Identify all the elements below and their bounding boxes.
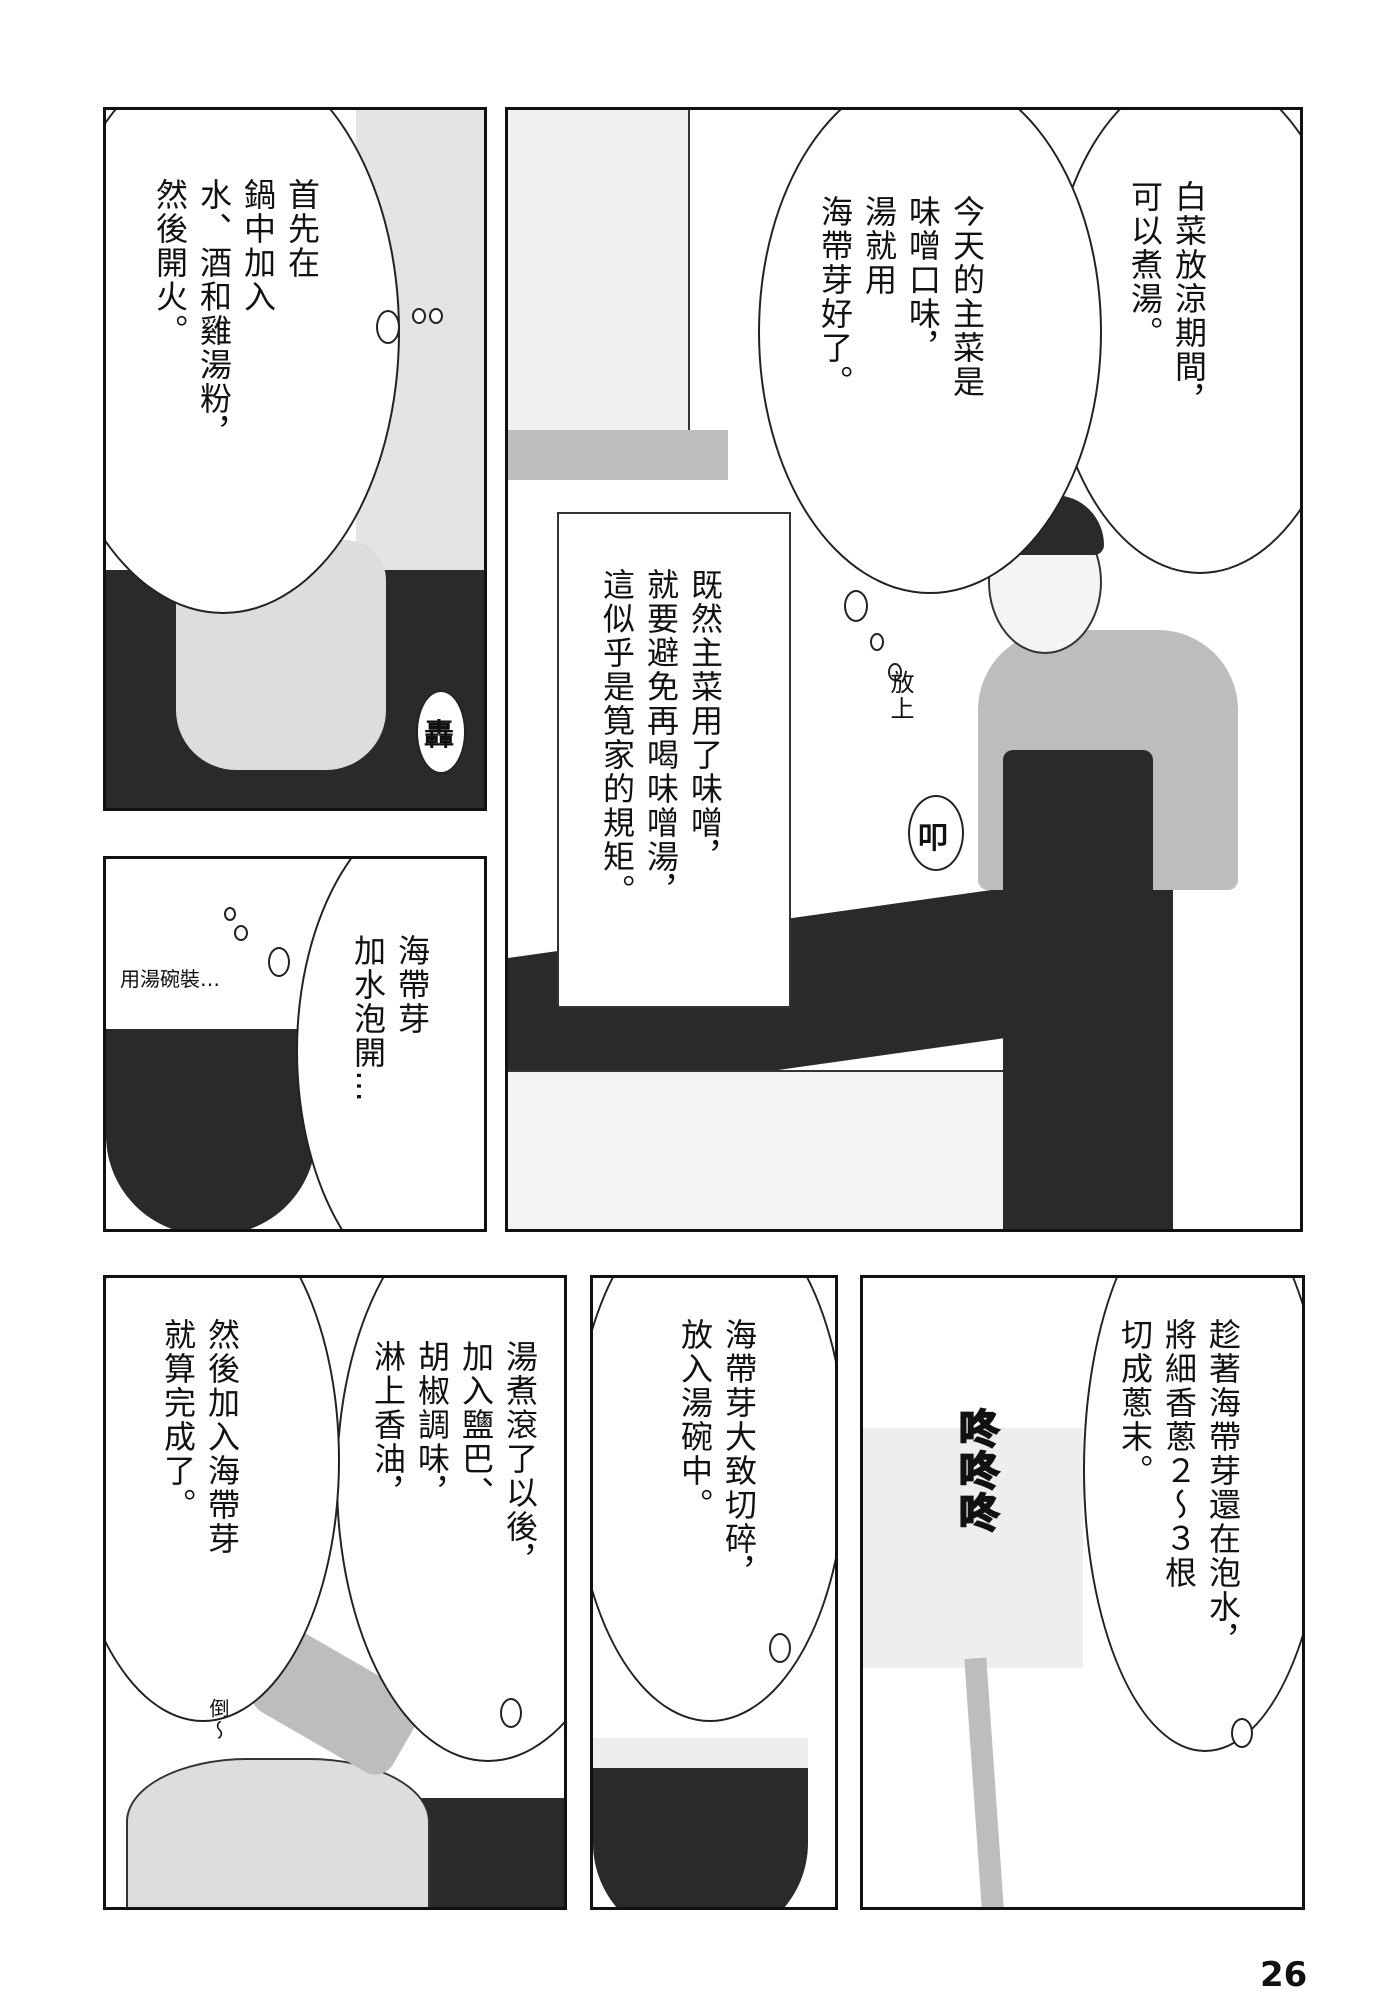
sfx-place: 放上: [886, 670, 914, 722]
thought-bubble: [1083, 1278, 1302, 1752]
sfx-chop: 咚咚咚: [951, 1407, 999, 1535]
cabinet: [508, 110, 690, 430]
thought-dot: [412, 308, 426, 324]
thought-dot: [268, 947, 290, 977]
thought-bubble-b: [758, 110, 1102, 594]
panel-2: 白菜放涼期間，可以煮湯。 今天的主菜是味噌口味，湯就用海帶芽好了。 既然主菜用了…: [505, 107, 1303, 1232]
thought-bubble: [593, 1278, 835, 1722]
thought-dot: [429, 308, 443, 324]
pot: [126, 1758, 430, 1907]
bubble-text-a: 白菜放涼期間，可以煮湯。: [1126, 180, 1208, 418]
panel-1: 首先在鍋中加入水、酒和雞湯粉，然後開火。 轟: [103, 107, 487, 811]
thought-dot: [769, 1633, 791, 1663]
bubble-text-b: 然後加入海帶芽就算完成了。: [159, 1318, 241, 1556]
knife: [964, 1657, 1004, 1907]
panel-4: 湯煮滾了以後，加入鹽巴、胡椒調味，淋上香油， 然後加入海帶芽就算完成了。 倒～: [103, 1275, 567, 1910]
thought-bubble: [296, 859, 484, 1229]
thought-dot: [224, 907, 236, 921]
bubble-text-b: 今天的主菜是味噌口味，湯就用海帶芽好了。: [816, 195, 986, 399]
soup-bowl: [593, 1738, 808, 1907]
caption-text: 既然主菜用了味噌，就要避免再喝味噌湯，這似乎是筧家的規矩。: [598, 568, 724, 908]
bubble-text: 海帶芽大致切碎，放入湯碗中。: [676, 1318, 758, 1590]
range-hood: [508, 430, 728, 480]
thought-dot: [500, 1698, 522, 1728]
thought-dot: [1231, 1718, 1253, 1748]
soup-bowl: [106, 1029, 316, 1229]
thought-dot: [376, 310, 400, 344]
bubble-text-a: 湯煮滾了以後，加入鹽巴、胡椒調味，淋上香油，: [369, 1340, 539, 1578]
page-number: 26: [1260, 1955, 1308, 1995]
panel-5: 海帶芽大致切碎，放入湯碗中。: [590, 1275, 838, 1910]
drawers: [508, 1070, 1028, 1229]
caption-box: 既然主菜用了味噌，就要避免再喝味噌湯，這似乎是筧家的規矩。: [557, 512, 791, 1008]
thought-dot: [888, 663, 902, 681]
panel-3: 海帶芽加水泡開… 用湯碗裝…: [103, 856, 487, 1232]
sfx-ignite: 轟: [424, 718, 454, 753]
bubble-text: 趁著海帶芽還在泡水，將細香蔥２～３根切成蔥末。: [1116, 1318, 1242, 1658]
thought-dot: [234, 925, 248, 941]
sfx-knock: 叩: [918, 821, 948, 856]
bubble-text: 首先在鍋中加入水、酒和雞湯粉，然後開火。: [151, 178, 321, 450]
sfx-pour: 倒～: [206, 1698, 230, 1742]
background-motion: [863, 1428, 1083, 1668]
bubble-text: 海帶芽加水泡開…: [349, 934, 431, 1104]
aside-text: 用湯碗裝…: [120, 967, 220, 991]
thought-dot: [870, 633, 884, 651]
apron: [1003, 750, 1153, 1229]
panel-6: 趁著海帶芽還在泡水，將細香蔥２～３根切成蔥末。 咚咚咚: [860, 1275, 1305, 1910]
thought-dot: [844, 590, 868, 622]
